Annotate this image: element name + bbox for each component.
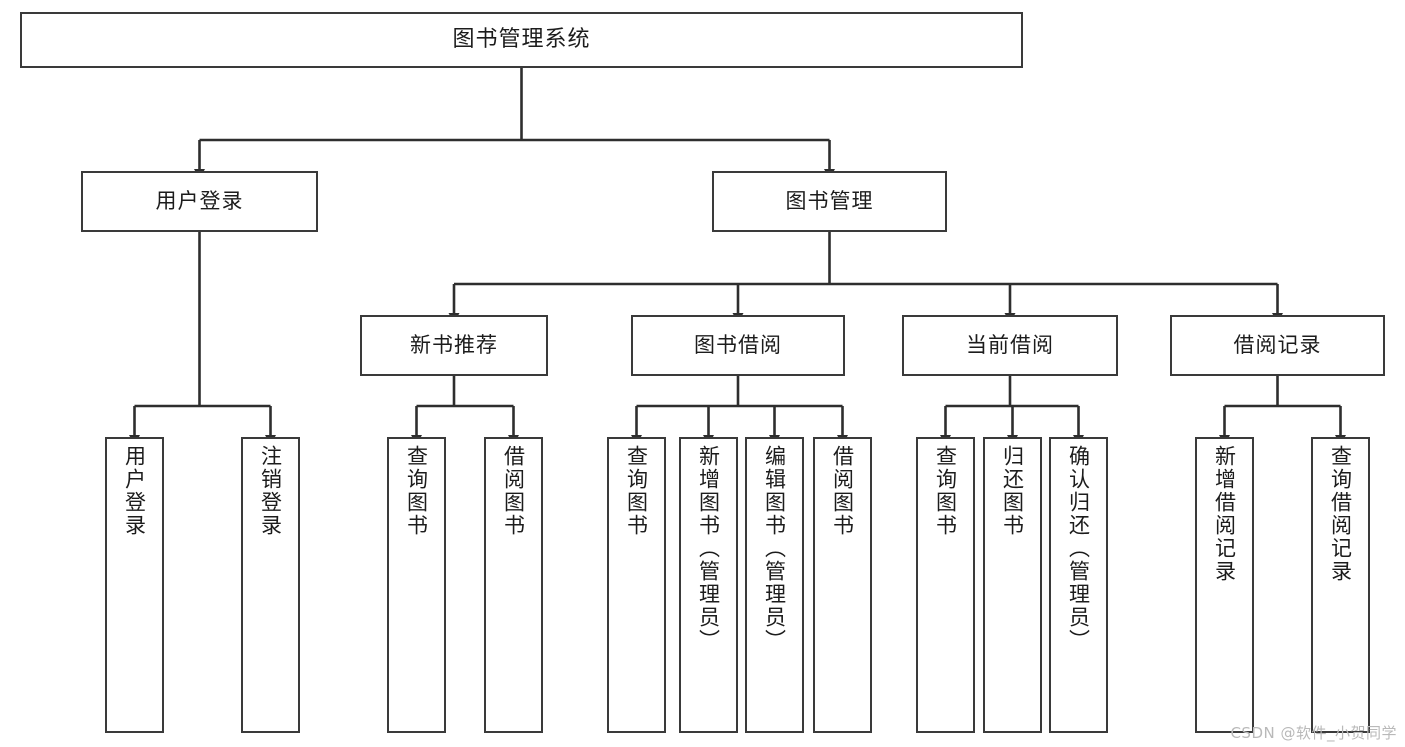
node-new-book-recommend-label: 新书推荐 xyxy=(410,332,498,357)
node-leaf-borrow-book-2-label: 借阅图书 xyxy=(830,445,855,537)
node-leaf-logout-login-label: 注销登录 xyxy=(258,445,283,537)
node-leaf-logout-login[interactable]: 注销登录 xyxy=(241,437,300,733)
node-leaf-add-borrow-record-label: 新增借阅记录 xyxy=(1212,445,1237,583)
node-leaf-confirm-return-admin-label: 确认归还（管理员） xyxy=(1066,445,1091,652)
node-user-login-label: 用户登录 xyxy=(155,188,244,213)
node-new-book-recommend[interactable]: 新书推荐 xyxy=(360,315,548,376)
node-leaf-confirm-return-admin[interactable]: 确认归还（管理员） xyxy=(1049,437,1108,733)
node-leaf-return-book-label: 归还图书 xyxy=(1000,445,1025,537)
node-leaf-query-book-3-label: 查询图书 xyxy=(933,445,958,537)
node-book-borrow[interactable]: 图书借阅 xyxy=(631,315,845,376)
node-leaf-borrow-book-2[interactable]: 借阅图书 xyxy=(813,437,872,733)
node-leaf-user-login[interactable]: 用户登录 xyxy=(105,437,164,733)
node-book-manage[interactable]: 图书管理 xyxy=(712,171,947,232)
node-leaf-query-book-1-label: 查询图书 xyxy=(404,445,429,537)
node-leaf-user-login-label: 用户登录 xyxy=(122,445,147,537)
node-user-login[interactable]: 用户登录 xyxy=(81,171,318,232)
node-book-manage-label: 图书管理 xyxy=(785,188,874,213)
node-leaf-borrow-book-1-label: 借阅图书 xyxy=(501,445,526,537)
node-leaf-add-borrow-record[interactable]: 新增借阅记录 xyxy=(1195,437,1254,733)
node-leaf-query-borrow-record-label: 查询借阅记录 xyxy=(1328,445,1353,583)
node-leaf-edit-book-admin-label: 编辑图书（管理员） xyxy=(762,445,787,652)
node-root-label: 图书管理系统 xyxy=(452,26,591,52)
node-leaf-edit-book-admin[interactable]: 编辑图书（管理员） xyxy=(745,437,804,733)
node-leaf-return-book[interactable]: 归还图书 xyxy=(983,437,1042,733)
node-borrow-record-label: 借阅记录 xyxy=(1233,332,1322,357)
node-leaf-borrow-book-1[interactable]: 借阅图书 xyxy=(484,437,543,733)
node-current-borrow[interactable]: 当前借阅 xyxy=(902,315,1118,376)
node-root[interactable]: 图书管理系统 xyxy=(20,12,1023,68)
node-leaf-query-book-3[interactable]: 查询图书 xyxy=(916,437,975,733)
node-current-borrow-label: 当前借阅 xyxy=(966,332,1054,357)
node-book-borrow-label: 图书借阅 xyxy=(694,332,782,357)
node-leaf-query-borrow-record[interactable]: 查询借阅记录 xyxy=(1311,437,1370,733)
node-leaf-query-book-2-label: 查询图书 xyxy=(624,445,649,537)
node-leaf-add-book-admin-label: 新增图书（管理员） xyxy=(696,445,721,652)
node-leaf-query-book-1[interactable]: 查询图书 xyxy=(387,437,446,733)
csdn-watermark: CSDN @软件_小贺同学 xyxy=(1230,724,1397,742)
node-leaf-add-book-admin[interactable]: 新增图书（管理员） xyxy=(679,437,738,733)
node-leaf-query-book-2[interactable]: 查询图书 xyxy=(607,437,666,733)
node-borrow-record[interactable]: 借阅记录 xyxy=(1170,315,1385,376)
